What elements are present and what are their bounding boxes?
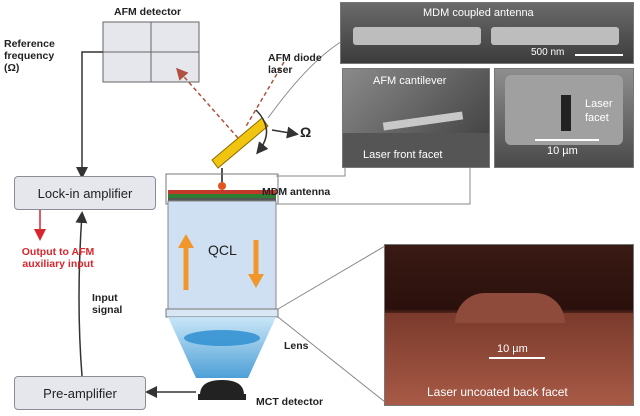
- omega-label: Ω: [300, 124, 312, 140]
- sem-front-facet-label: Laser front facet: [363, 149, 443, 161]
- sem-back-scale-text: 10 µm: [497, 343, 528, 355]
- afm-detector-label: AFM detector: [114, 6, 182, 18]
- preamp-to-lockin: [75, 211, 88, 377]
- sem-antenna-image: MDM coupled antenna 500 nm: [340, 2, 634, 64]
- lockin-amplifier-box: Lock-in amplifier: [14, 176, 156, 210]
- sem-back-facet-caption: Laser uncoated back facet: [427, 385, 568, 399]
- beam-cone: [168, 317, 276, 378]
- qcl-label: QCL: [208, 242, 237, 258]
- mct-label: MCT detector: [256, 396, 324, 408]
- mdm-antenna-label: MDM antenna: [262, 186, 331, 198]
- mct-shape: [200, 380, 244, 395]
- preamplifier-label: Pre-amplifier: [43, 385, 117, 401]
- laser-beam-up: [176, 67, 239, 139]
- sem-antenna-scale-text: 500 nm: [531, 47, 565, 58]
- input-signal-label: Input signal: [92, 292, 123, 316]
- lens-shape: [184, 330, 260, 346]
- sem-back-scalebar: [489, 357, 545, 359]
- sem-antenna-scalebar: [575, 54, 623, 56]
- antenna-layer-bottom: [168, 198, 276, 201]
- lens-label: Lens: [284, 340, 309, 352]
- sem-facet-title: Laser facet: [585, 98, 613, 124]
- sem-antenna-title: MDM coupled antenna: [423, 7, 534, 19]
- antenna-layer-mid: [168, 194, 276, 198]
- sem-facet-scale-text: 10 µm: [547, 145, 578, 157]
- sem-back-facet-image: 10 µm Laser uncoated back facet: [384, 244, 634, 406]
- antenna-layer-top: [168, 190, 276, 194]
- reference-frequency-label: Reference frequency (Ω): [4, 38, 55, 74]
- sem-facet-image: Laser facet 10 µm: [494, 68, 634, 168]
- afm-detector-shape: [102, 21, 200, 83]
- reference-arrow: [76, 51, 103, 179]
- laser-beam-in: [244, 61, 285, 129]
- output-label: Output to AFM auxiliary input: [21, 246, 95, 270]
- cantilever-shape: [211, 109, 299, 190]
- sem-cantilever-image: AFM cantilever Laser front facet: [342, 68, 490, 168]
- afm-diode-laser-label: AFM diode laser: [268, 52, 322, 76]
- preamplifier-box: Pre-amplifier: [14, 376, 146, 410]
- sem-cantilever-title: AFM cantilever: [373, 75, 447, 87]
- sem-facet-scalebar: [535, 139, 599, 141]
- lockin-amplifier-label: Lock-in amplifier: [37, 185, 133, 201]
